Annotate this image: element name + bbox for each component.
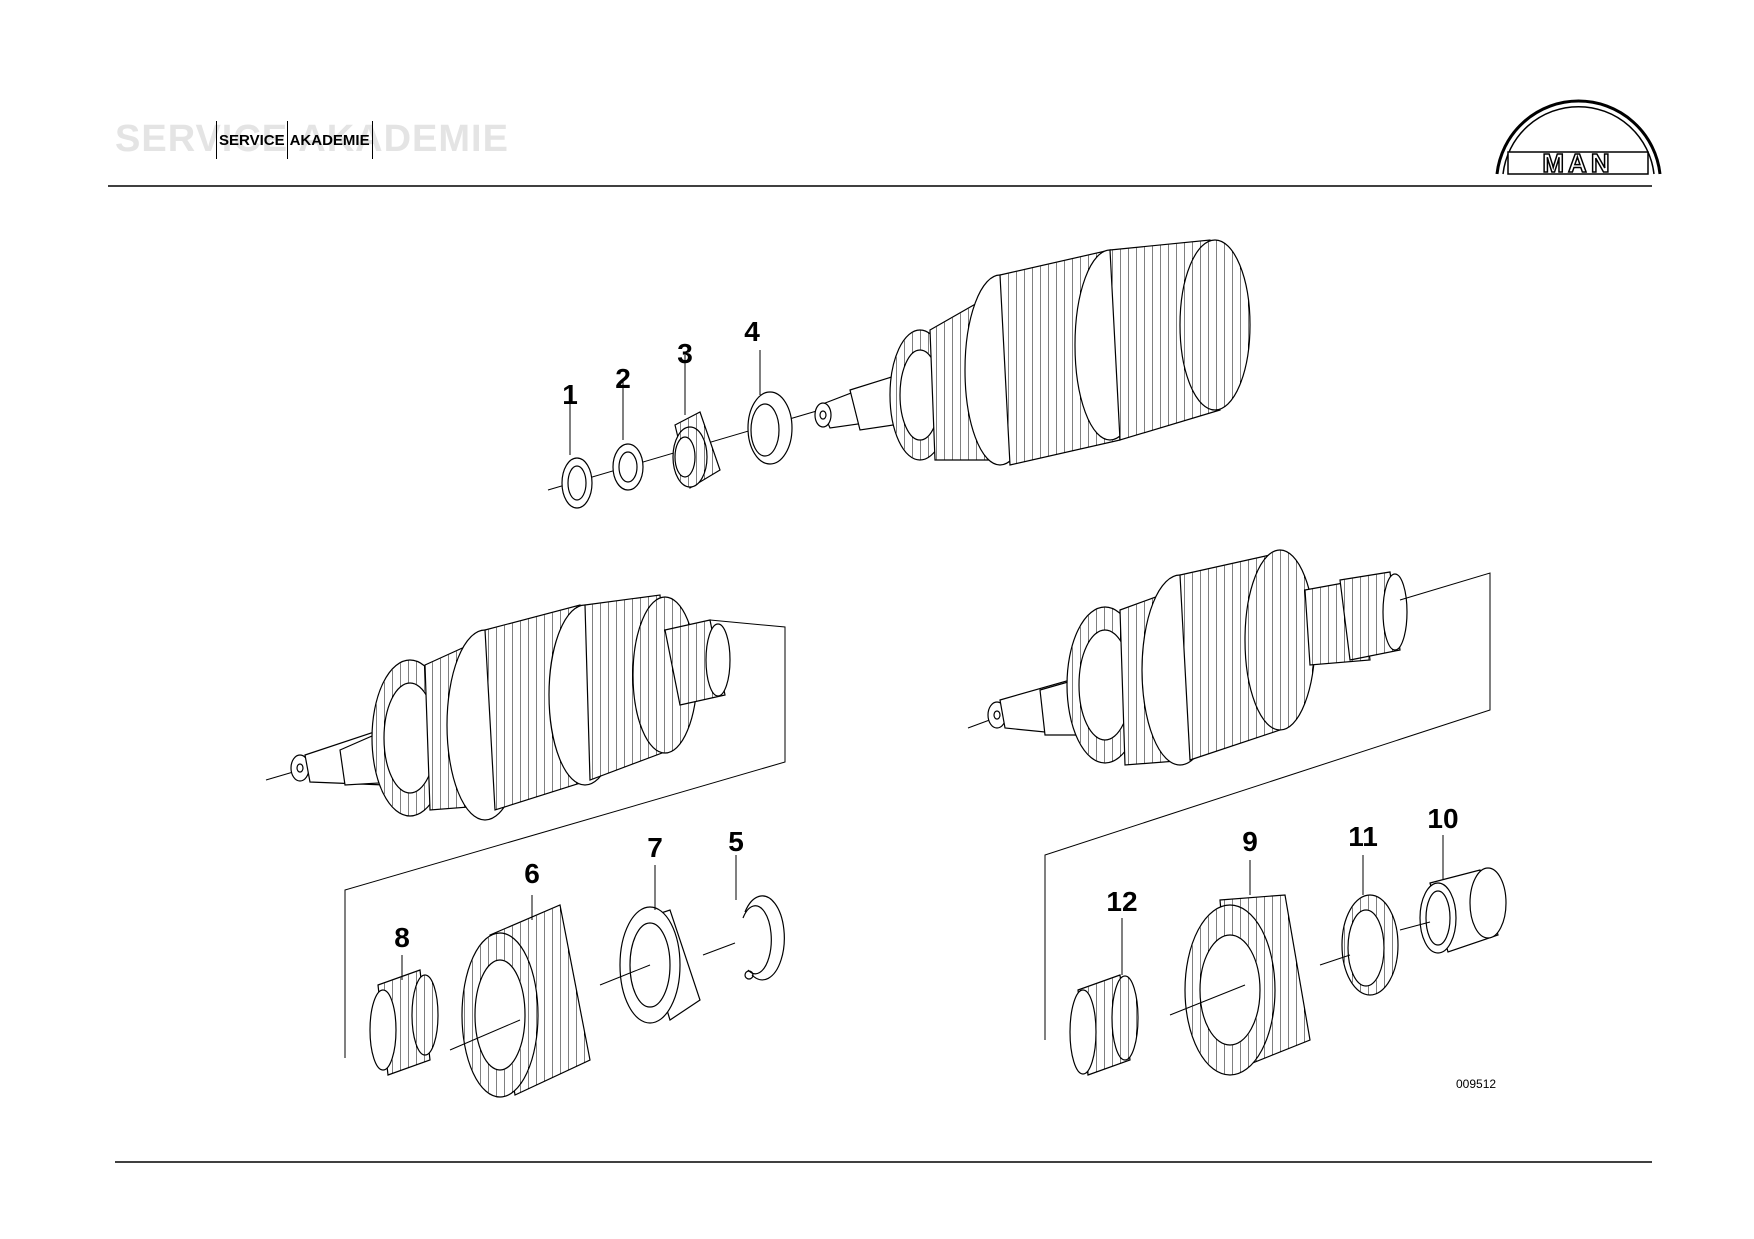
callout-2: 2 [615, 363, 631, 394]
left-detail-frame [344, 619, 786, 1058]
right-shaft-assembly [967, 549, 1408, 766]
header-ghost-title: SERVICE AKADEMIE [115, 118, 509, 160]
callout-9: 9 [1242, 826, 1258, 857]
callout-1: 1 [562, 379, 578, 410]
part-3-bevel-gear [672, 355, 721, 489]
top-shaft-assembly [547, 239, 1251, 491]
callout-11: 11 [1348, 821, 1378, 852]
part-9-gear [1169, 860, 1311, 1076]
man-logo: MAN [1495, 99, 1662, 179]
part-11-synchro-ring [1319, 855, 1399, 996]
header-label-akademie: AKADEMIE [289, 131, 370, 149]
header-label-service: SERVICE [219, 131, 285, 149]
right-detail-frame [1044, 572, 1491, 1040]
part-10-bushing [1399, 835, 1507, 954]
callout-12: 12 [1106, 886, 1138, 917]
callout-5: 5 [728, 826, 744, 857]
left-shaft-assembly [265, 594, 731, 821]
part-6-gear [449, 895, 591, 1098]
man-logo-text: MAN [1542, 148, 1613, 178]
part-5-circlip [702, 855, 785, 981]
callout-4: 4 [744, 316, 760, 347]
part-1-washer [561, 395, 593, 509]
part-2-snap-ring [612, 380, 644, 491]
header-separator [286, 121, 288, 159]
callout-6: 6 [524, 858, 540, 889]
part-4-thrust-washer [747, 350, 793, 465]
header-separator [371, 121, 373, 159]
part-8-needle-bearing [369, 955, 439, 1076]
callout-3: 3 [677, 338, 693, 369]
header-service-label: SERVICE AKADEMIE [216, 121, 373, 159]
callout-8: 8 [394, 922, 410, 953]
callout-10: 10 [1427, 803, 1459, 834]
part-7-bearing [599, 865, 701, 1024]
header-separator [216, 121, 217, 159]
drawing-number: 009512 [1456, 1077, 1497, 1091]
callout-7: 7 [647, 832, 663, 863]
part-12-needle-bearing [1069, 918, 1139, 1076]
